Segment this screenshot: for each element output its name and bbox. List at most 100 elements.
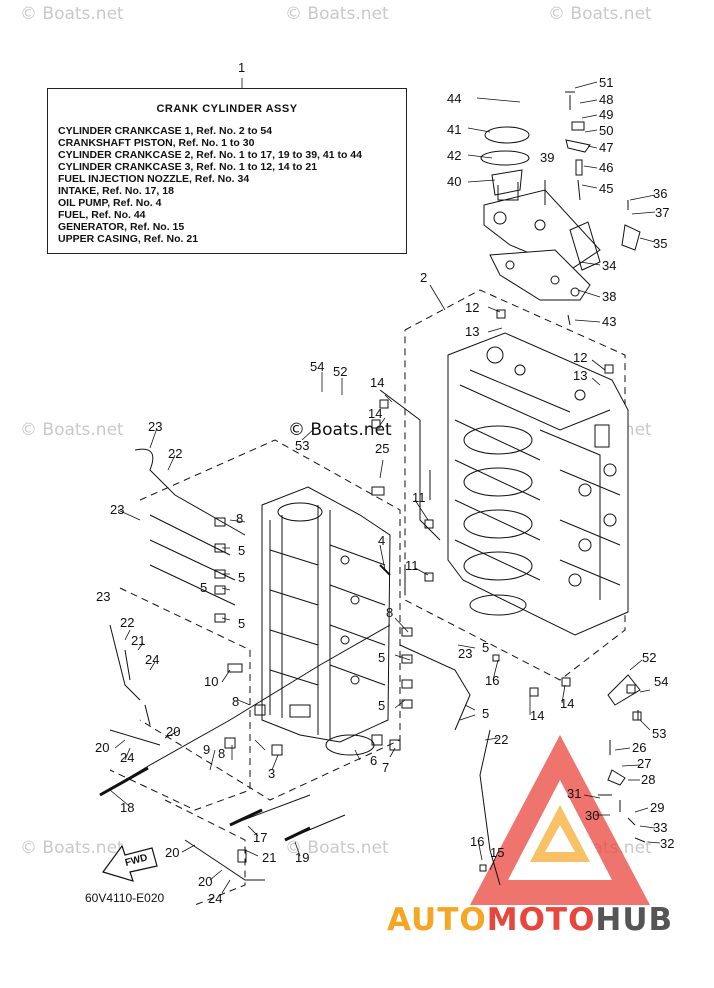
callout-number: 20	[166, 724, 180, 739]
callout-number: 48	[599, 92, 613, 107]
callout-number: 8	[386, 605, 393, 620]
watermark-bottom-left: © Boats.net	[20, 838, 124, 858]
legend-line: GENERATOR, Ref. No. 15	[58, 221, 185, 233]
callout-number: 8	[236, 511, 243, 526]
automotohub-logo: AUTOMOTOHUB	[387, 902, 673, 938]
legend-title: CRANK CYLINDER ASSY	[156, 103, 298, 115]
callout-number: 53	[295, 438, 309, 453]
callout-number: 29	[650, 800, 664, 815]
callout-number: 35	[653, 236, 667, 251]
callout-number: 11	[405, 558, 419, 573]
callout-number: 21	[262, 850, 276, 865]
watermark-mid-left: © Boats.net	[20, 420, 124, 440]
legend-line: CRANKSHAFT PISTON, Ref. No. 1 to 30	[58, 137, 255, 149]
legend-line: CYLINDER CRANKCASE 2, Ref. No. 1 to 17, …	[58, 149, 362, 161]
callout-number: 22	[120, 615, 134, 630]
callout-number: 23	[148, 419, 162, 434]
assembly-legend: CRANK CYLINDER ASSY CYLINDER CRANKCASE 1…	[47, 88, 407, 254]
callout-number: 24	[120, 750, 134, 765]
watermark-center: © Boats.net	[288, 420, 392, 440]
callout-number: 18	[120, 800, 134, 815]
callout-number: 5	[200, 580, 207, 595]
callout-number: 42	[447, 148, 461, 163]
diagram-part-code: 60V4110-E020	[85, 891, 165, 905]
callout-number: 23	[458, 646, 472, 661]
callout-number: 12	[573, 350, 587, 365]
callout-number: 53	[652, 726, 666, 741]
callout-number: 36	[653, 186, 667, 201]
callout-number: 47	[599, 140, 613, 155]
callout-number: 7	[382, 760, 389, 775]
callout-number: 32	[660, 836, 674, 851]
logo-auto: AUTO	[387, 902, 487, 938]
callout-number: 2	[420, 270, 427, 285]
callout-number: 17	[253, 830, 267, 845]
callout-number: 11	[412, 490, 426, 505]
callout-number: 31	[567, 786, 581, 801]
callout-number: 5	[238, 543, 245, 558]
watermark-bottom-center: © Boats.net	[285, 838, 389, 858]
callout-number: 27	[637, 756, 651, 771]
fwd-arrow: FWD	[102, 844, 158, 882]
callout-number: 20	[198, 874, 212, 889]
legend-line: OIL PUMP, Ref. No. 4	[58, 197, 162, 209]
callout-number: 14	[370, 375, 384, 390]
callout-number: 6	[370, 753, 377, 768]
callout-number: 8	[232, 694, 239, 709]
callout-number: 1	[238, 60, 245, 75]
callout-number: 12	[465, 300, 479, 315]
callout-number: 39	[540, 150, 554, 165]
callout-number: 54	[654, 674, 668, 689]
callout-number: 5	[378, 650, 385, 665]
callout-number: 13	[465, 324, 479, 339]
callout-number: 10	[204, 674, 218, 689]
callout-number: 9	[203, 742, 210, 757]
callout-number: 14	[560, 696, 574, 711]
watermark-top-center: © Boats.net	[285, 4, 389, 24]
callout-number: 52	[333, 364, 347, 379]
callout-number: 13	[573, 368, 587, 383]
callout-number: 52	[642, 650, 656, 665]
callout-number: 26	[632, 740, 646, 755]
callout-number: 24	[145, 652, 159, 667]
callout-number: 14	[530, 708, 544, 723]
callout-number: 24	[208, 891, 222, 906]
callout-number: 38	[602, 289, 616, 304]
legend-line: FUEL, Ref. No. 44	[58, 209, 146, 221]
callout-number: 5	[482, 706, 489, 721]
callout-number: 3	[268, 766, 275, 781]
callout-number: 23	[110, 502, 124, 517]
callout-number: 19	[295, 850, 309, 865]
callout-number: 30	[585, 808, 599, 823]
crankcase-block	[447, 332, 629, 636]
callout-number: 20	[165, 845, 179, 860]
callout-number: 37	[655, 205, 669, 220]
callout-number: 23	[96, 589, 110, 604]
legend-line: FUEL INJECTION NOZZLE, Ref. No. 34	[58, 173, 250, 185]
callout-number: 20	[95, 740, 109, 755]
callout-number: 25	[375, 441, 389, 456]
callout-number: 28	[641, 772, 655, 787]
cylinder-block	[261, 486, 391, 756]
fittings	[214, 309, 642, 872]
callout-number: 21	[131, 633, 145, 648]
callout-number: 5	[378, 698, 385, 713]
watermark-top-left: © Boats.net	[20, 4, 124, 24]
callout-number: 54	[310, 359, 324, 374]
callout-number: 16	[485, 673, 499, 688]
callout-number: 22	[168, 446, 182, 461]
callout-number: 33	[653, 820, 667, 835]
logo-hub: HUB	[595, 902, 674, 938]
callout-number: 22	[494, 732, 508, 747]
right-small-parts	[544, 91, 646, 843]
watermark-top-right: © Boats.net	[548, 4, 652, 24]
legend-line: CYLINDER CRANKCASE 1, Ref. No. 2 to 54	[58, 125, 273, 137]
logo-moto: MOTO	[486, 902, 596, 938]
callout-number: 45	[599, 181, 613, 196]
long-bolts	[99, 564, 391, 842]
callout-number: 43	[602, 314, 616, 329]
callout-number: 5	[238, 570, 245, 585]
legend-line: UPPER CASING, Ref. No. 21	[58, 233, 199, 245]
